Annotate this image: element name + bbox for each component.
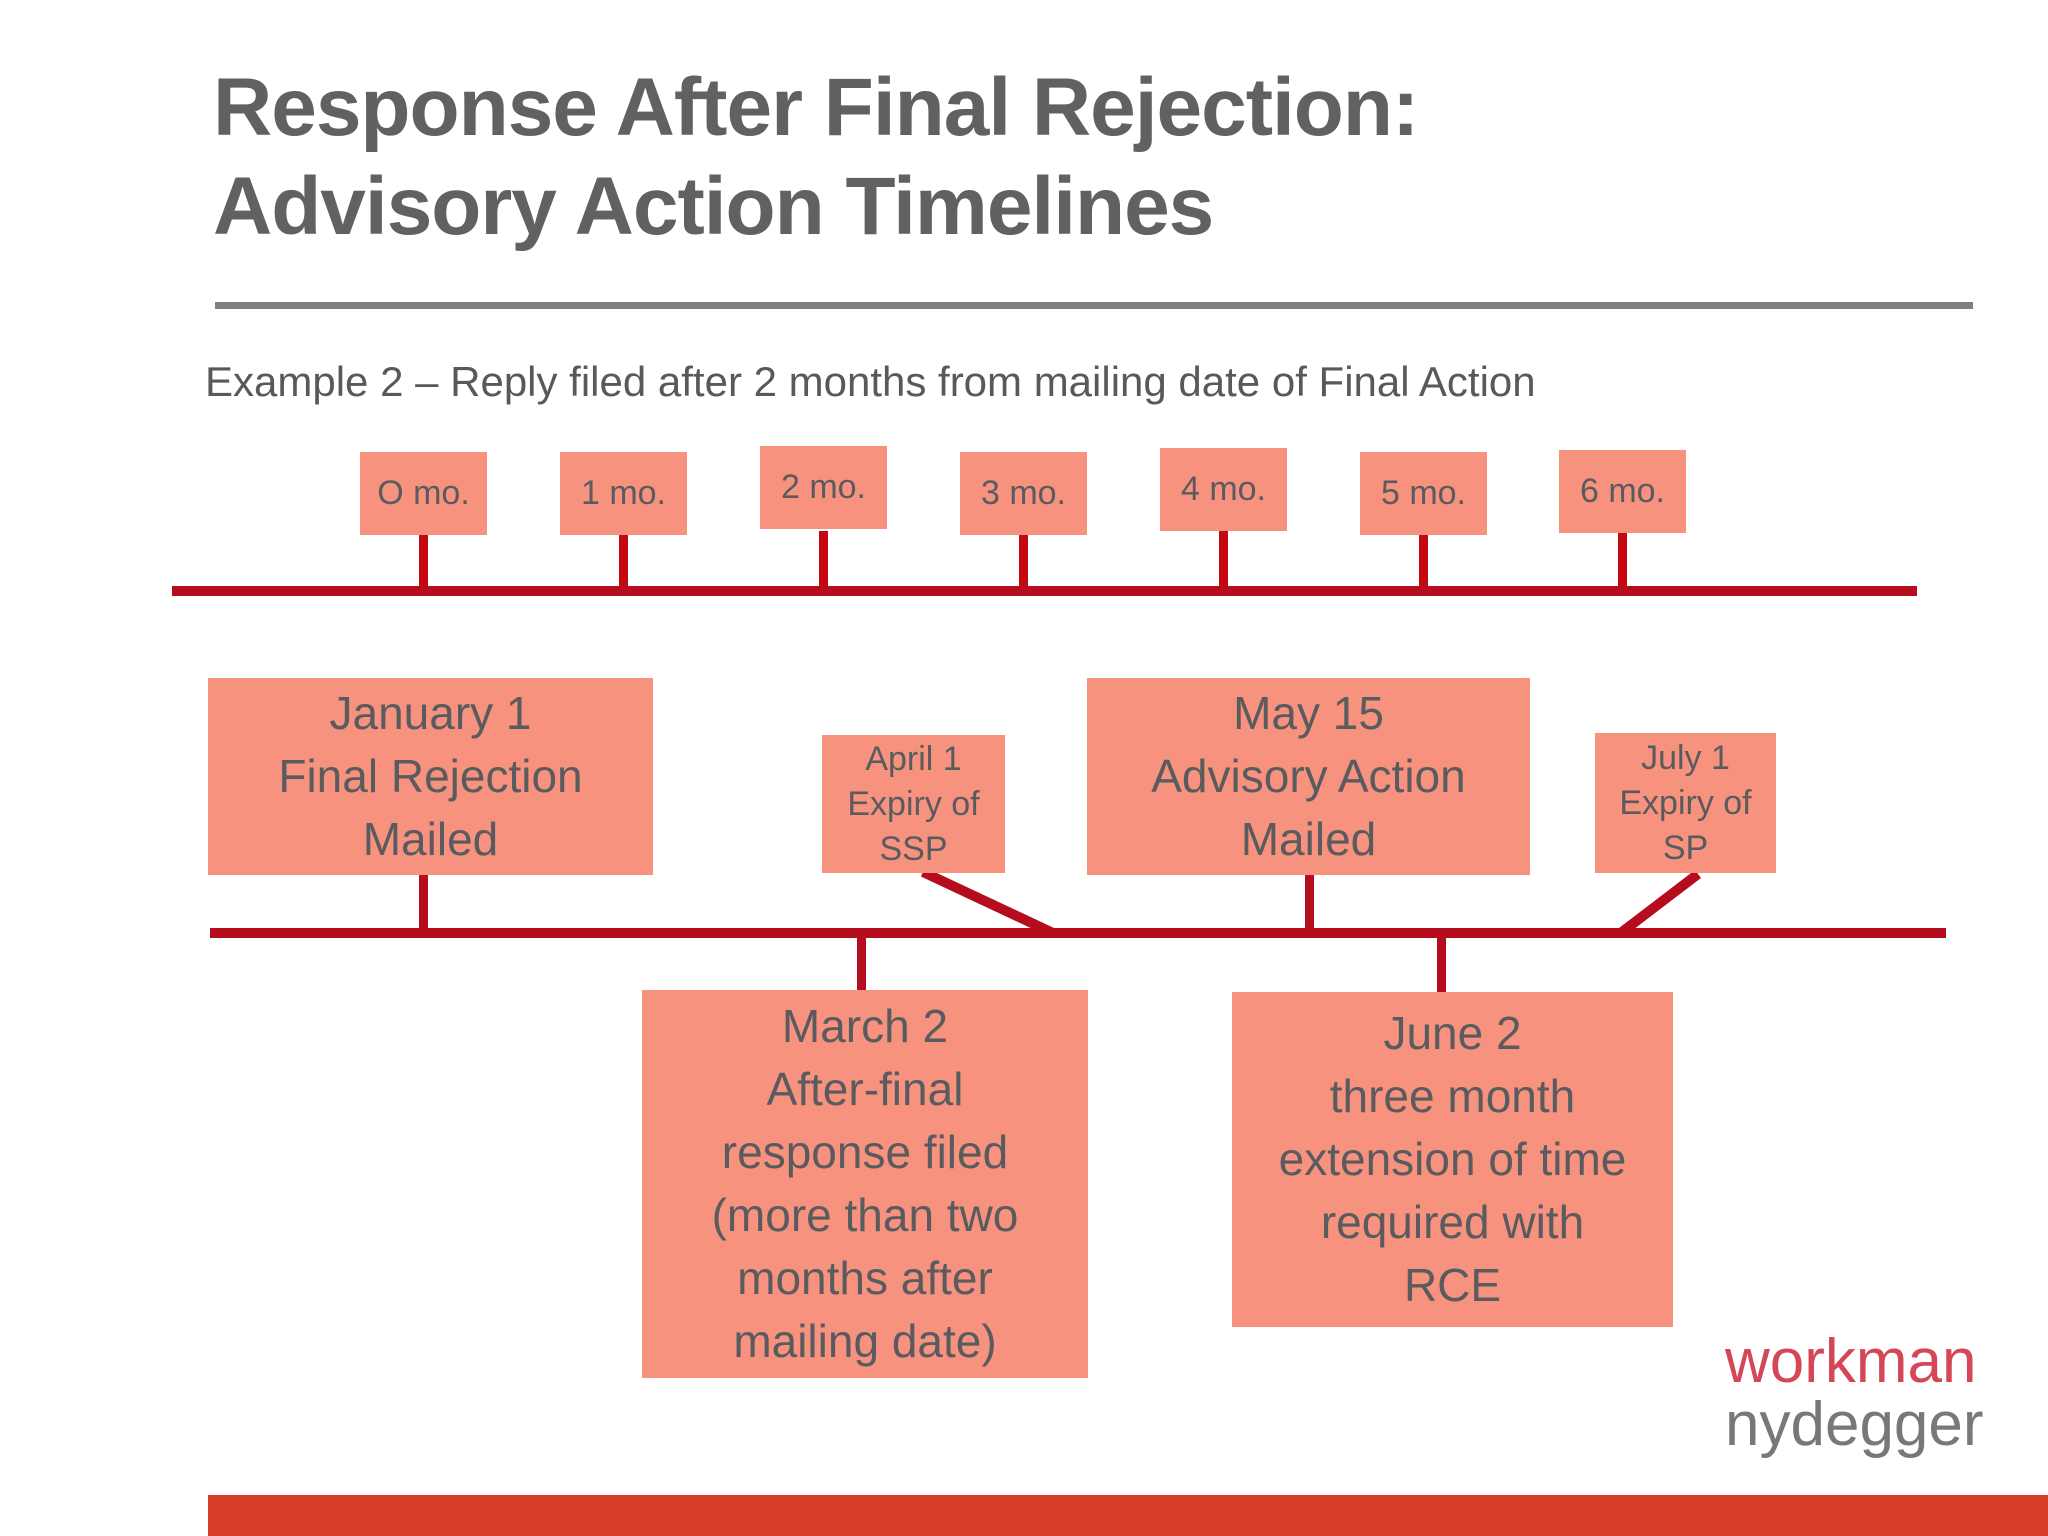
month-label: 2 mo. (780, 468, 867, 506)
footer-bar (208, 1495, 2048, 1536)
month-label: 6 mo. (1579, 472, 1666, 510)
page-title-line-2: Advisory Action Timelines (213, 161, 1214, 252)
month-box-6mo: 6 mo. (1559, 450, 1686, 533)
month-tick-1 (619, 531, 628, 591)
advisory-action-connector (1305, 873, 1314, 933)
event-box-final-rejection: January 1 Final Rejection Mailed (208, 678, 653, 875)
month-label: 3 mo. (980, 474, 1067, 512)
event-box-rce-extension: June 2 three month extension of time req… (1232, 992, 1673, 1327)
event-line: response filed (721, 1126, 1009, 1178)
month-box-1mo: 1 mo. (560, 452, 687, 535)
month-tick-4 (1219, 531, 1228, 591)
month-box-0mo: O mo. (360, 452, 487, 535)
event-line: After-final (766, 1063, 964, 1115)
page-title: Response After Final Rejection: Advisory… (213, 58, 1419, 256)
after-final-response-connector (857, 936, 866, 992)
event-box-after-final-response: March 2 After-final response filed (more… (642, 990, 1088, 1378)
event-line: May 15 (1233, 687, 1384, 739)
event-box-ssp-expiry: April 1 Expiry of SSP (822, 735, 1005, 873)
month-box-2mo: 2 mo. (760, 446, 887, 529)
timeline-upper (172, 586, 1917, 596)
event-line: (more than two (711, 1189, 1019, 1241)
event-line: SSP (879, 829, 948, 868)
month-label: 4 mo. (1180, 470, 1267, 508)
event-line: Advisory Action (1151, 750, 1466, 802)
final-rejection-connector (419, 873, 428, 933)
logo-workman: workman (1725, 1327, 1977, 1396)
event-box-sp-expiry: July 1 Expiry of SP (1595, 733, 1776, 873)
event-line: months after (737, 1252, 993, 1304)
event-box-advisory-action: May 15 Advisory Action Mailed (1087, 678, 1530, 875)
event-line: RCE (1403, 1259, 1502, 1311)
month-label: 1 mo. (580, 474, 667, 512)
firm-logo: workman nydegger (1725, 1330, 1984, 1456)
month-box-4mo: 4 mo. (1160, 448, 1287, 531)
event-line: Mailed (362, 813, 499, 865)
event-line: March 2 (781, 1000, 949, 1052)
sp-expiry-diagonal-connector (1618, 870, 1702, 936)
event-line: Expiry of (1619, 783, 1752, 822)
month-tick-2 (819, 531, 828, 591)
event-line: required with (1320, 1196, 1585, 1248)
event-line: SP (1662, 828, 1709, 867)
event-line: April 1 (865, 739, 962, 778)
month-tick-3 (1019, 531, 1028, 591)
event-line: extension of time (1278, 1133, 1627, 1185)
month-box-5mo: 5 mo. (1360, 452, 1487, 535)
event-line: July 1 (1641, 738, 1730, 777)
event-line: Expiry of (847, 784, 980, 823)
timeline-lower (210, 928, 1946, 938)
example-caption: Example 2 – Reply filed after 2 months f… (205, 358, 1536, 405)
event-line: June 2 (1383, 1007, 1522, 1059)
page-title-line-1: Response After Final Rejection: (213, 62, 1419, 153)
event-line: mailing date) (733, 1315, 997, 1367)
month-tick-0 (419, 531, 428, 591)
month-box-3mo: 3 mo. (960, 452, 1087, 535)
month-label: O mo. (377, 474, 470, 512)
event-line: Final Rejection (278, 750, 583, 802)
ssp-expiry-diagonal-connector (920, 867, 1056, 938)
month-tick-6 (1618, 531, 1627, 591)
month-label: 5 mo. (1380, 474, 1467, 512)
title-divider (215, 302, 1973, 309)
event-line: January 1 (329, 687, 532, 739)
logo-nydegger: nydegger (1725, 1390, 1984, 1459)
month-tick-5 (1419, 531, 1428, 591)
rce-extension-connector (1437, 936, 1446, 994)
event-line: Mailed (1240, 813, 1377, 865)
event-line: three month (1329, 1070, 1576, 1122)
